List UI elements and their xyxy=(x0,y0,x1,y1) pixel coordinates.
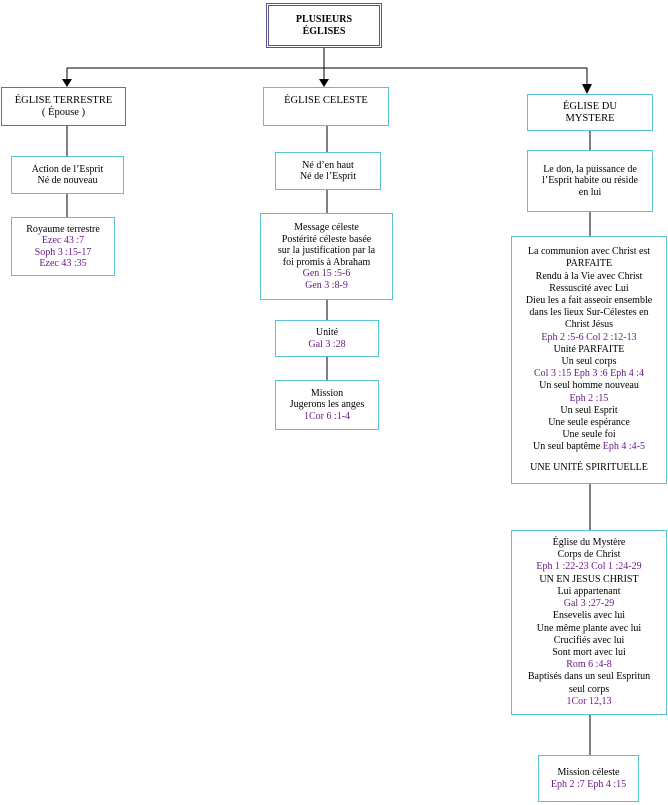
don-line-3: en lui xyxy=(578,186,602,198)
corps-line-9: Baptisés dans un seul Espritun xyxy=(527,671,651,683)
terrestre-action-line-2: Né de nouveau xyxy=(37,175,98,186)
celeste-mission-box: Mission Jugerons les anges 1Cor 6 :1-4 xyxy=(275,380,379,430)
corps-line-4: Lui appartenant xyxy=(557,585,621,597)
communion-line-1: La communion avec Christ est xyxy=(527,246,651,258)
terrestre-action-box: Action de l’Esprit Né de nouveau xyxy=(11,156,124,194)
terrestre-header-line-2: ( Épouse ) xyxy=(41,106,86,118)
terrestre-royaume-box: Royaume terrestre Ezec 43 :7 Soph 3 :15-… xyxy=(11,217,115,276)
corps-line-7: Crucifiés avec lui xyxy=(553,634,625,646)
corps-line-10: seul corps xyxy=(568,683,610,695)
celeste-ne-line-1: Né d’en haut xyxy=(302,159,354,171)
communion-line-11: Un seul Esprit xyxy=(560,404,618,416)
terrestre-header-line-1: ÉGLISE TERRESTRE xyxy=(14,94,113,106)
title-line-2: ÉGLISES xyxy=(302,25,346,37)
royaume-ref-3: Ezec 43 :35 xyxy=(39,258,87,269)
corps-line-5: Ensevelis avec lui xyxy=(552,610,626,622)
royaume-ref-2: Soph 3 :15-17 xyxy=(34,246,92,258)
corps-line-2: Corps de Christ xyxy=(557,549,621,561)
celeste-header-label: ÉGLISE CELESTE xyxy=(284,95,368,106)
arrow-right xyxy=(582,84,592,94)
mystere-corps-box: Église du Mystère Corps de Christ Eph 1 … xyxy=(511,530,667,715)
corps-ref-1: Eph 1 :22-23 Col 1 :24-29 xyxy=(536,561,642,573)
corps-line-1: Église du Mystère xyxy=(552,537,626,549)
communion-line-7: Christ Jésus xyxy=(564,319,614,331)
message-ref-2: Gen 3 :8-9 xyxy=(305,279,348,291)
communion-ref-4: Eph 4 :4-5 xyxy=(602,441,645,453)
communion-line-3: Rendu à la Vie avec Christ xyxy=(535,270,643,282)
communion-line-14-text: Un seul baptême xyxy=(533,441,601,453)
celeste-unite-box: Unité Gal 3 :28 xyxy=(275,320,379,357)
unite-ref: Gal 3 :28 xyxy=(308,338,346,350)
mission-label: Mission xyxy=(310,387,344,399)
communion-line-14: Un seul baptême Eph 4 :4-5 xyxy=(533,441,645,453)
communion-line-2: PARFAITE xyxy=(565,258,613,270)
celeste-header: ÉGLISE CELESTE xyxy=(263,87,389,126)
message-line-2: Postérité céleste basée xyxy=(281,233,372,245)
message-ref-1: Gen 15 :5-6 xyxy=(302,268,351,279)
communion-line-8: Unité PARFAITE xyxy=(553,343,625,355)
mystere-don-box: Le don, la puissance de l’Esprit habite … xyxy=(527,150,653,212)
celeste-message-box: Message céleste Postérité céleste basée … xyxy=(260,213,393,300)
terrestre-header: ÉGLISE TERRESTRE ( Épouse ) xyxy=(1,87,126,126)
unite-label: Unité xyxy=(315,327,339,338)
celeste-ne-line-2: Né de l’Esprit xyxy=(299,171,357,182)
mystere-header: ÉGLISE DU MYSTERE xyxy=(527,94,653,131)
communion-line-15: UNE UNITÉ SPIRITUELLE xyxy=(530,461,648,473)
title-line-1: PLUSIEURS xyxy=(295,13,353,25)
royaume-label: Royaume terrestre xyxy=(26,223,100,235)
mission-line-2: Jugerons les anges xyxy=(289,399,365,411)
corps-line-6: Une même plante avec lui xyxy=(536,622,642,634)
corps-ref-3: Rom 6 :4-8 xyxy=(566,659,612,671)
mystere-communion-box: La communion avec Christ est PARFAITE Re… xyxy=(511,236,667,484)
mystere-mission-ref: Eph 2 :7 Eph 4 :15 xyxy=(550,778,627,790)
mystere-header-line-2: MYSTERE xyxy=(565,112,615,124)
communion-line-9: Un seul corps xyxy=(561,356,617,367)
don-line-2: l’Esprit habite ou réside xyxy=(542,175,638,187)
don-line-1: Le don, la puissance de xyxy=(543,163,637,175)
terrestre-action-line-1: Action de l’Esprit xyxy=(31,163,104,175)
mystere-header-line-1: ÉGLISE DU xyxy=(563,100,617,112)
communion-line-10: Un seul homme nouveau xyxy=(539,380,639,392)
message-line-3: sur la justification par la xyxy=(277,245,376,256)
corps-line-3: UN EN JESUS CHRIST xyxy=(539,573,639,585)
mission-ref: 1Cor 6 :1-4 xyxy=(303,410,351,422)
communion-ref-3: Eph 2 :15 xyxy=(569,392,609,404)
mystere-mission-label: Mission céleste xyxy=(557,767,620,778)
communion-line-13: Une seule foi xyxy=(562,429,616,441)
communion-ref-1: Eph 2 :5-6 Col 2 :12-13 xyxy=(541,331,637,343)
mystere-mission-box: Mission céleste Eph 2 :7 Eph 4 :15 xyxy=(538,755,639,802)
arrow-center xyxy=(319,79,329,87)
arrow-left xyxy=(62,79,72,87)
message-line-4: foi promis à Abraham xyxy=(282,256,371,268)
communion-line-12: Une seule espérance xyxy=(548,417,630,429)
title-box: PLUSIEURS ÉGLISES xyxy=(266,3,382,48)
communion-line-4: Ressuscité avec Lui xyxy=(549,282,629,294)
celeste-ne-box: Né d’en haut Né de l’Esprit xyxy=(275,152,381,190)
royaume-ref-1: Ezec 43 :7 xyxy=(41,235,85,246)
corps-line-8: Sont mort avec lui xyxy=(552,646,626,658)
communion-line-6: dans les lieux Sur-Célestes en xyxy=(529,307,649,319)
communion-ref-2: Col 3 :15 Eph 3 :6 Eph 4 :4 xyxy=(534,368,644,380)
corps-ref-2: Gal 3 :27-29 xyxy=(563,598,615,610)
communion-line-5: Dieu les a fait asseoir ensemble xyxy=(525,294,653,306)
message-line-1: Message céleste xyxy=(294,222,359,233)
corps-ref-4: 1Cor 12,13 xyxy=(566,695,612,707)
